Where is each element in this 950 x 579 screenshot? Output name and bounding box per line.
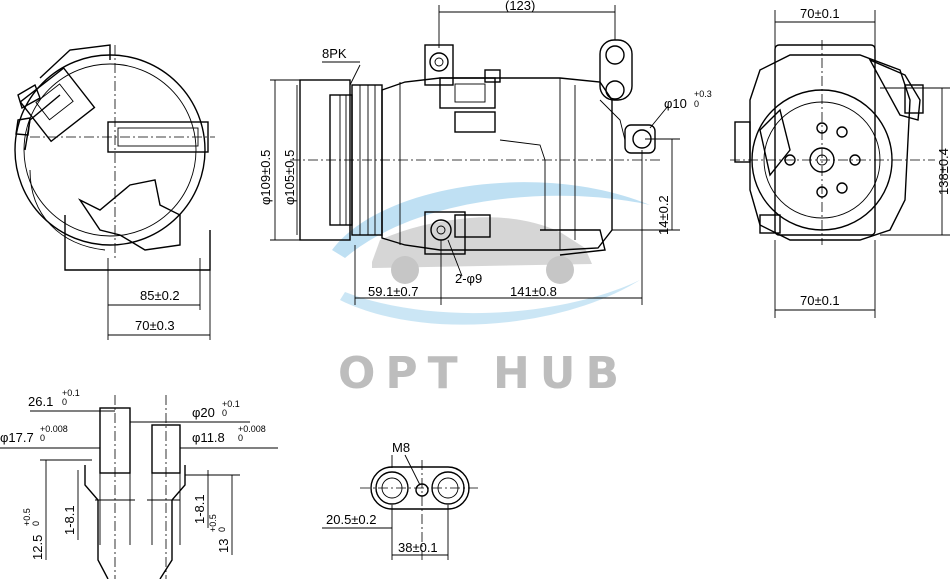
watermark-swoosh [332,182,650,258]
dim-12: 12.5 [30,535,45,560]
watermark-text: OPT HUB [338,348,629,399]
dim-13-tol: +0.5 [208,514,218,532]
flange-view: M8 20.5±0.2 38±0.1 [322,440,480,560]
label-holes: 2-φ9 [455,271,482,286]
dim-d10-tol2: 0 [694,99,699,109]
dim-11: φ11.8 [192,430,225,445]
dim-d109: φ109±0.5 [258,150,273,205]
rear-view: 70±0.1 70±0.1 138±0.4 [730,6,950,318]
dim-38: 38±0.1 [398,540,438,555]
dim-d10-tol: +0.3 [694,89,712,99]
dim-11-tol: +0.008 [238,424,266,434]
dim-d105: φ105±0.5 [282,150,297,205]
front-view: (123) 8PK φ109±0.5 φ105±0.5 φ10 +0.3 0 1… [258,0,712,305]
dim-59: 59.1±0.7 [368,284,419,299]
left-side-view: 85±0.2 70±0.3 [14,44,215,340]
label-m8: M8 [392,440,410,455]
dim-20: φ20 [192,405,215,420]
dim-17: φ17.7 [0,430,34,445]
label-8pk: 8PK [322,46,347,61]
dim-70-bottom-right: 70±0.1 [800,293,840,308]
dim-26-tol: +0.1 [62,388,80,398]
dim-20-5: 20.5±0.2 [326,512,377,527]
dim-85: 85±0.2 [140,288,180,303]
dim-70-top-right: 70±0.1 [800,6,840,21]
car-silhouette [372,217,592,284]
dim-20-tol2: 0 [222,408,227,418]
fitting-section: 26.1 +0.1 0 φ17.7 +0.008 0 φ20 +0.1 0 φ1… [0,388,278,579]
dim-26: 26.1 [28,394,53,409]
dim-138: 138±0.4 [936,148,950,195]
dim-123: (123) [505,0,535,13]
dim-18b: 1-8.1 [192,494,207,524]
dim-14: 14±0.2 [656,195,671,235]
dim-12-tol: +0.5 [22,508,32,526]
dim-13-tol2: 0 [217,527,227,532]
dim-70-left: 70±0.3 [135,318,175,333]
dim-13: 13 [216,539,231,553]
dim-18a: 1-8.1 [62,505,77,535]
dim-17-tol: +0.008 [40,424,68,434]
dim-11-tol2: 0 [238,433,243,443]
dim-d10: φ10 [664,96,687,111]
dim-141: 141±0.8 [510,284,557,299]
dim-20-tol: +0.1 [222,399,240,409]
watermark: OPT HUB [332,182,650,399]
dim-26-tol2: 0 [62,397,67,407]
dim-17-tol2: 0 [40,433,45,443]
dim-12-tol2: 0 [31,521,41,526]
